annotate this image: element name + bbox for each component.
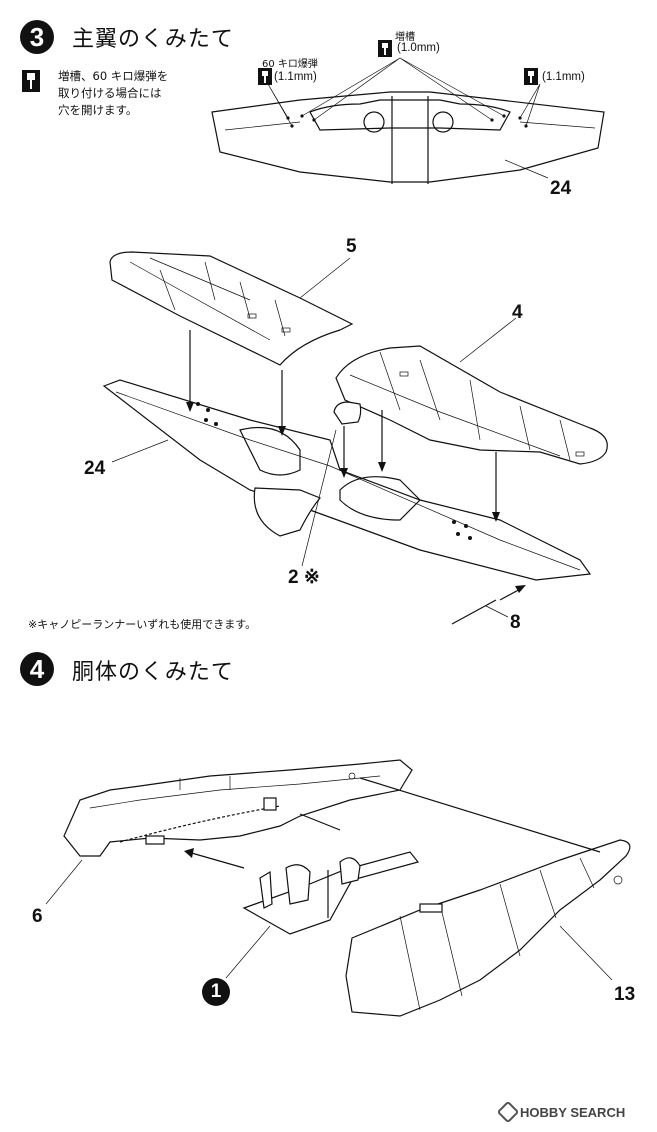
step-3-title: 主翼のくみたて bbox=[72, 27, 234, 52]
watermark-logo-icon bbox=[496, 1100, 520, 1124]
wing-24-top-view bbox=[211, 57, 605, 184]
tank-label: 増槽 bbox=[395, 32, 415, 43]
wing-part-5 bbox=[109, 251, 354, 366]
part-24-left-label: 24 bbox=[84, 458, 106, 479]
lower-wing-24 bbox=[102, 257, 592, 625]
step-3-badge: 3 bbox=[20, 20, 54, 54]
note-line-3: 穴を開けます。 bbox=[58, 103, 138, 117]
part-24-top-label: 24 bbox=[550, 178, 572, 199]
bomb-label: 60 キロ爆弾 bbox=[262, 59, 318, 70]
part-5-label: 5 bbox=[346, 236, 357, 257]
drill-icon bbox=[524, 68, 538, 85]
watermark: HOBBY SEARCH bbox=[496, 1100, 626, 1124]
drill-icon bbox=[378, 40, 392, 57]
fuselage-part-6 bbox=[63, 759, 413, 857]
step-4-number: 4 bbox=[29, 653, 45, 684]
note-line-1: 増槽、60 キロ爆弾を bbox=[58, 69, 169, 83]
part-13-label: 13 bbox=[614, 984, 636, 1005]
step-4-badge: 4 bbox=[20, 652, 54, 686]
wing-part-4 bbox=[335, 345, 608, 465]
part-1-badge: 1 bbox=[202, 978, 230, 1006]
step-4-title: 胴体のくみたて bbox=[72, 660, 234, 685]
cockpit-floor-part-1 bbox=[242, 851, 420, 935]
note-line-2: 取り付ける場合には bbox=[58, 86, 162, 100]
watermark-text: HOBBY SEARCH bbox=[520, 1104, 626, 1120]
drill-icon bbox=[258, 68, 272, 85]
part-6-label: 6 bbox=[32, 906, 43, 927]
canopy-runner-footnote: ※キャノピーランナーいずれも使用できます。 bbox=[28, 618, 257, 631]
drill-icon bbox=[22, 70, 40, 92]
part-1-label: 1 bbox=[210, 981, 222, 1002]
right-mm-label: (1.1mm) bbox=[542, 71, 585, 83]
part-2-label: 2 ※ bbox=[288, 567, 320, 588]
fuselage-part-13 bbox=[345, 839, 631, 1017]
step-3-note: 増槽、60 キロ爆弾を 取り付ける場合には 穴を開けます。 bbox=[58, 68, 168, 119]
part-4-label: 4 bbox=[512, 302, 523, 323]
bomb-mm-label: (1.1mm) bbox=[274, 71, 317, 83]
tank-mm-label: (1.0mm) bbox=[397, 42, 440, 54]
part-8-label: 8 bbox=[510, 612, 521, 633]
step-3-number: 3 bbox=[29, 21, 45, 52]
